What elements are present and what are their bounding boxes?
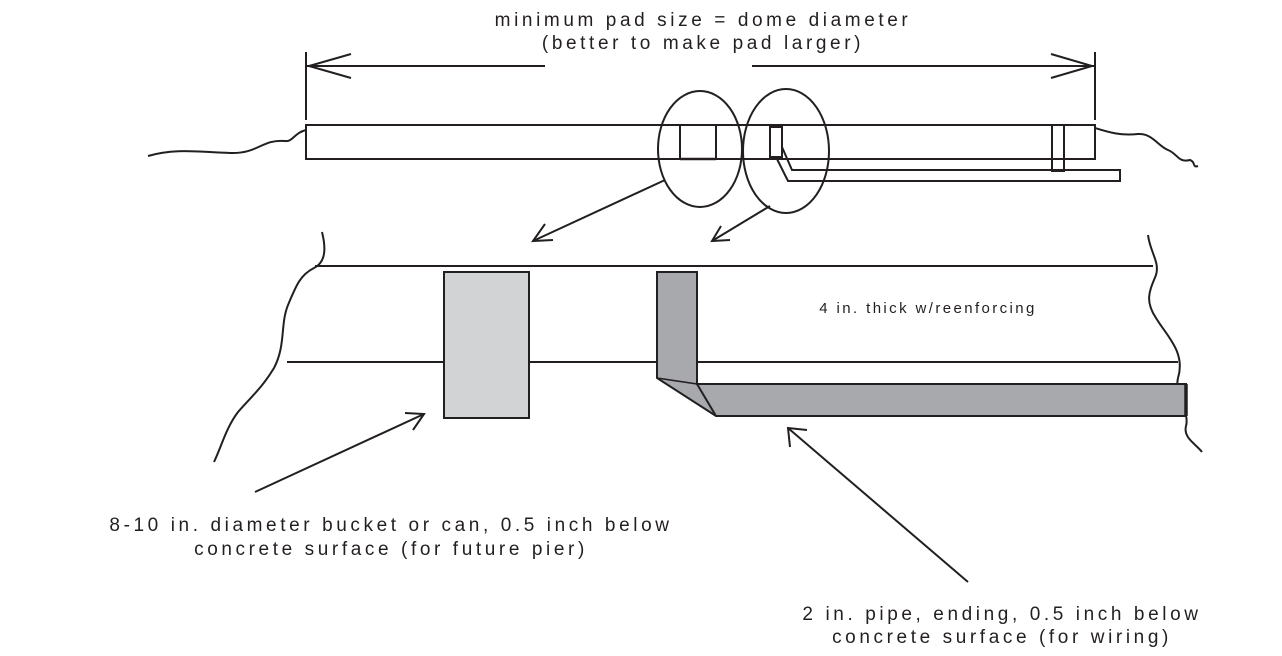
callout-arrow-pipe-head — [710, 225, 731, 243]
callout-arrow-bucket-line — [532, 179, 666, 242]
ground-line-left-top — [147, 129, 307, 157]
dimension-arrowhead-right — [1050, 53, 1096, 79]
bucket-callout: 8-10 in. diameter bucket or can, 0.5 inc… — [109, 412, 672, 560]
bucket-pointer-line — [254, 413, 425, 493]
bucket-detail-circle — [657, 90, 743, 208]
pad-size-label-line2: (better to make pad larger) — [542, 33, 864, 54]
pipe-pointer-head — [786, 426, 808, 448]
pad-slab-outline — [305, 124, 1096, 160]
pad-overview — [147, 88, 1199, 214]
dimension-arrowhead-left — [305, 53, 352, 79]
pipe-pointer-line — [787, 427, 969, 583]
pipe-run-overview — [775, 146, 1121, 182]
pipe-detail-circle — [742, 88, 830, 214]
callout-arrow-pipe-line — [711, 205, 771, 242]
callout-arrow-bucket-head — [530, 223, 554, 243]
pipe-label-line2: concrete surface (for wiring) — [832, 627, 1172, 648]
bucket-form — [443, 271, 530, 419]
pipe-bend-inner — [656, 377, 698, 385]
bucket-pointer-head — [404, 412, 426, 431]
right-edge-detail — [1051, 124, 1065, 172]
pad-size-dimension — [305, 52, 1096, 120]
pipe-callout: 2 in. pipe, ending, 0.5 inch below concr… — [786, 426, 1201, 648]
pipe-conduit — [656, 271, 1187, 417]
enlarged-detail: 4 in. thick w/reenforcing — [213, 231, 1203, 463]
bucket-label-line2: concrete surface (for future pier) — [194, 539, 588, 560]
ground-line-right-detail — [1147, 234, 1203, 453]
pipe-bend-edge — [696, 383, 717, 417]
pipe-label-line1: 2 in. pipe, ending, 0.5 inch below — [802, 604, 1201, 625]
detail-callout-arrows — [530, 179, 771, 243]
bucket-in-pad — [679, 124, 717, 160]
slab-thickness-label: 4 in. thick w/reenforcing — [819, 300, 1037, 317]
bucket-label-line1: 8-10 in. diameter bucket or can, 0.5 inc… — [109, 515, 672, 536]
pipe-stub-in-pad — [769, 126, 783, 158]
ground-line-left-detail — [213, 231, 326, 463]
ground-line-right-top — [1094, 127, 1199, 168]
pad-size-label-line1: minimum pad size = dome diameter — [495, 10, 912, 31]
